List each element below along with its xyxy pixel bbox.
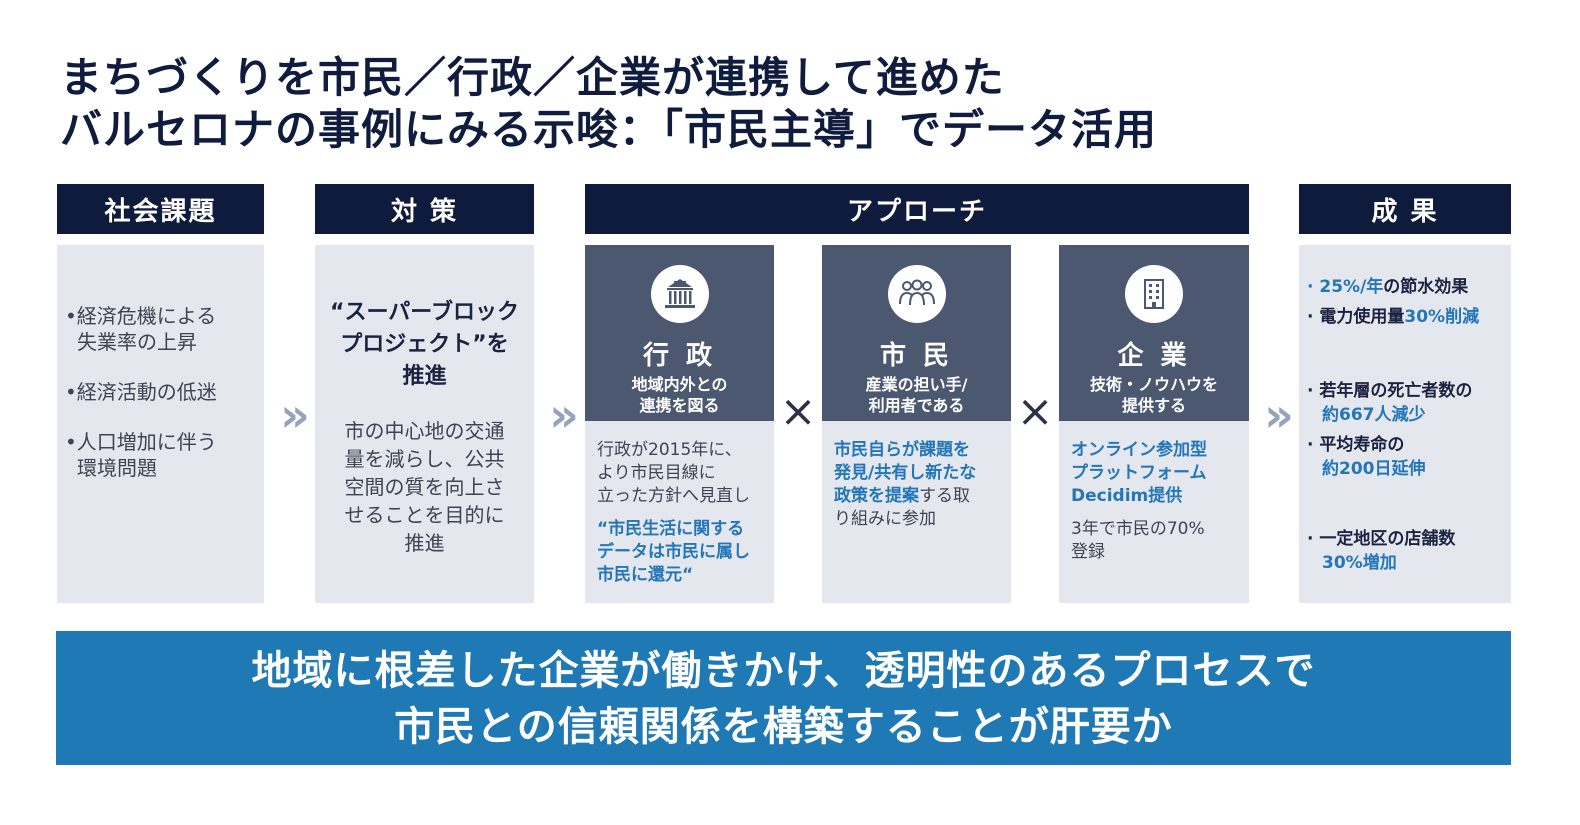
list-item: •人口増加に伴う 環境問題	[65, 430, 217, 480]
header-results: 成 果	[1299, 184, 1511, 234]
banner-line2: 市民との信頼関係を構築することが肝要か	[394, 704, 1173, 750]
results-panel: · 25%/年の節水効果 · 電力使用量30%削減 · 若年層の死亡者数の 約6…	[1299, 245, 1511, 603]
chevron-right-icon: »	[1264, 388, 1294, 442]
issues-list: •経済危機による 失業率の上昇 •経済活動の低迷 •人口増加に伴う 環境問題	[65, 303, 217, 481]
measures-panel: “スーパーブロック プロジェクト”を 推進 市の中心地の交通 量を減らし、公共 …	[315, 245, 534, 603]
chevron-right-icon: »	[549, 388, 579, 442]
header-approach: アプローチ	[585, 184, 1249, 234]
card-title: 市 民	[879, 341, 954, 371]
card-citizens-body: 市民自らが課題を 発見/共有し新たな 政策を提案する取 り組みに参加	[822, 421, 1011, 603]
issues-panel: •経済危機による 失業率の上昇 •経済活動の低迷 •人口増加に伴う 環境問題	[57, 245, 264, 603]
conclusion-banner: 地域に根差した企業が働きかけ、透明性のあるプロセスで 市民との信頼関係を構築する…	[56, 631, 1511, 765]
page-title: まちづくりを市民／行政／企業が連携して進めた バルセロナの事例にみる示唆：「市民…	[60, 52, 1360, 156]
card-companies-header: 企 業 技術・ノウハウを 提供する	[1059, 245, 1249, 421]
card-title: 行 政	[642, 341, 717, 371]
office-building-icon	[1125, 265, 1183, 323]
list-item: •経済危機による 失業率の上昇	[65, 304, 217, 354]
card-citizens-header: 市 民 産業の担い手/ 利用者である	[822, 245, 1011, 421]
card-subtitle: 地域内外との 連携を図る	[631, 375, 728, 415]
results-list: · 25%/年の節水効果 · 電力使用量30%削減 · 若年層の死亡者数の 約6…	[1307, 275, 1507, 575]
times-icon: ×	[1016, 386, 1054, 437]
card-companies-body: オンライン参加型 プラットフォーム Decidim提供 3年で市民の70% 登録	[1059, 421, 1249, 603]
times-icon: ×	[779, 386, 817, 437]
card-subtitle: 産業の担い手/ 利用者である	[865, 375, 968, 415]
card-administration-body: 行政が2015年に、 より市民目線に 立った方針へ見直し “市民生活に関する デ…	[585, 421, 774, 603]
header-issues: 社会課題	[57, 184, 264, 234]
measures-body: 市の中心地の交通 量を減らし、公共 空間の質を向上さ せることを目的に 推進	[344, 419, 505, 555]
government-building-icon	[650, 265, 709, 323]
header-measures: 対 策	[315, 184, 534, 234]
list-item: · 一定地区の店舗数	[1307, 529, 1456, 549]
card-title: 企 業	[1117, 341, 1191, 371]
list-item: · 25%/年の節水効果	[1307, 277, 1469, 297]
list-item: · 平均寿命の	[1307, 435, 1405, 455]
banner-line1: 地域に根差した企業が働きかけ、透明性のあるプロセスで	[251, 648, 1316, 694]
page-title-line1: まちづくりを市民／行政／企業が連携して進めた	[60, 53, 1005, 102]
card-administration-header: 行 政 地域内外との 連携を図る	[585, 245, 774, 421]
people-group-icon	[887, 265, 946, 323]
list-item: · 若年層の死亡者数の	[1307, 381, 1473, 401]
card-subtitle: 技術・ノウハウを 提供する	[1089, 375, 1218, 415]
list-item: •経済活動の低迷	[65, 380, 217, 404]
page-title-line2: バルセロナの事例にみる示唆：「市民主導」でデータ活用	[60, 105, 1158, 154]
chevron-right-icon: »	[280, 388, 310, 442]
measures-heading: “スーパーブロック プロジェクト”を 推進	[330, 300, 519, 389]
list-item: · 電力使用量30%削減	[1307, 307, 1480, 327]
